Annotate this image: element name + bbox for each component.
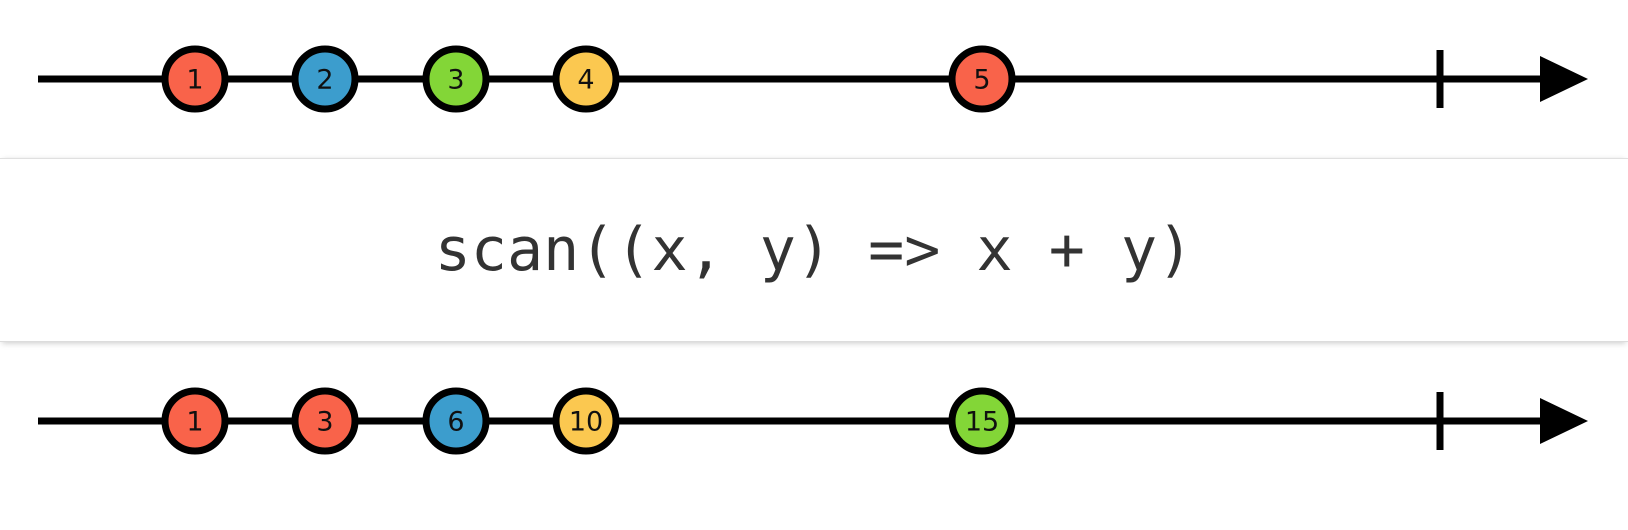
result-marble-circle[interactable] xyxy=(422,387,490,455)
source-marbles-group: 1 2 3 4 5 xyxy=(161,45,1016,113)
source-marble-value: 2 xyxy=(316,65,333,96)
source-axis-group xyxy=(38,50,1588,108)
source-marble-circle[interactable] xyxy=(291,45,359,113)
result-marble-circle[interactable] xyxy=(291,387,359,455)
result-marble-value: 10 xyxy=(569,407,603,438)
source-marble-value: 1 xyxy=(186,65,203,96)
result-marble-value: 6 xyxy=(447,407,464,438)
result-marbles-group: 1 3 6 10 15 xyxy=(161,387,1016,455)
operator-panel: scan((x, y) => x + y) xyxy=(0,158,1628,342)
result-marble[interactable]: 15 xyxy=(948,387,1016,455)
result-marble-circle[interactable] xyxy=(552,387,620,455)
result-axis-group xyxy=(38,392,1588,450)
result-marble-value: 3 xyxy=(316,407,333,438)
source-marble-circle[interactable] xyxy=(552,45,620,113)
source-marble[interactable]: 1 xyxy=(161,45,229,113)
result-marble[interactable]: 3 xyxy=(291,387,359,455)
result-marble[interactable]: 6 xyxy=(422,387,490,455)
result-marble-value: 1 xyxy=(186,407,203,438)
result-marble[interactable]: 1 xyxy=(161,387,229,455)
source-marble-value: 3 xyxy=(447,65,464,96)
source-marble[interactable]: 3 xyxy=(422,45,490,113)
operator-label: scan((x, y) => x + y) xyxy=(434,215,1194,285)
source-marble-circle[interactable] xyxy=(161,45,229,113)
source-marble[interactable]: 4 xyxy=(552,45,620,113)
result-timeline-row: 1 3 6 10 15 xyxy=(0,342,1628,500)
source-marble[interactable]: 5 xyxy=(948,45,1016,113)
source-arrow-head xyxy=(1540,56,1588,102)
source-marble-value: 5 xyxy=(973,65,990,96)
result-timeline-svg: 1 3 6 10 15 xyxy=(38,387,1588,455)
result-marble-circle[interactable] xyxy=(161,387,229,455)
source-marble-value: 4 xyxy=(577,65,594,96)
result-marble-value: 15 xyxy=(965,407,999,438)
source-timeline-svg: 1 2 3 4 5 xyxy=(38,45,1588,113)
result-marble-circle[interactable] xyxy=(948,387,1016,455)
result-arrow-head xyxy=(1540,398,1588,444)
source-marble-circle[interactable] xyxy=(948,45,1016,113)
source-marble[interactable]: 2 xyxy=(291,45,359,113)
source-timeline-row: 1 2 3 4 5 xyxy=(0,0,1628,158)
result-marble[interactable]: 10 xyxy=(552,387,620,455)
source-marble-circle[interactable] xyxy=(422,45,490,113)
